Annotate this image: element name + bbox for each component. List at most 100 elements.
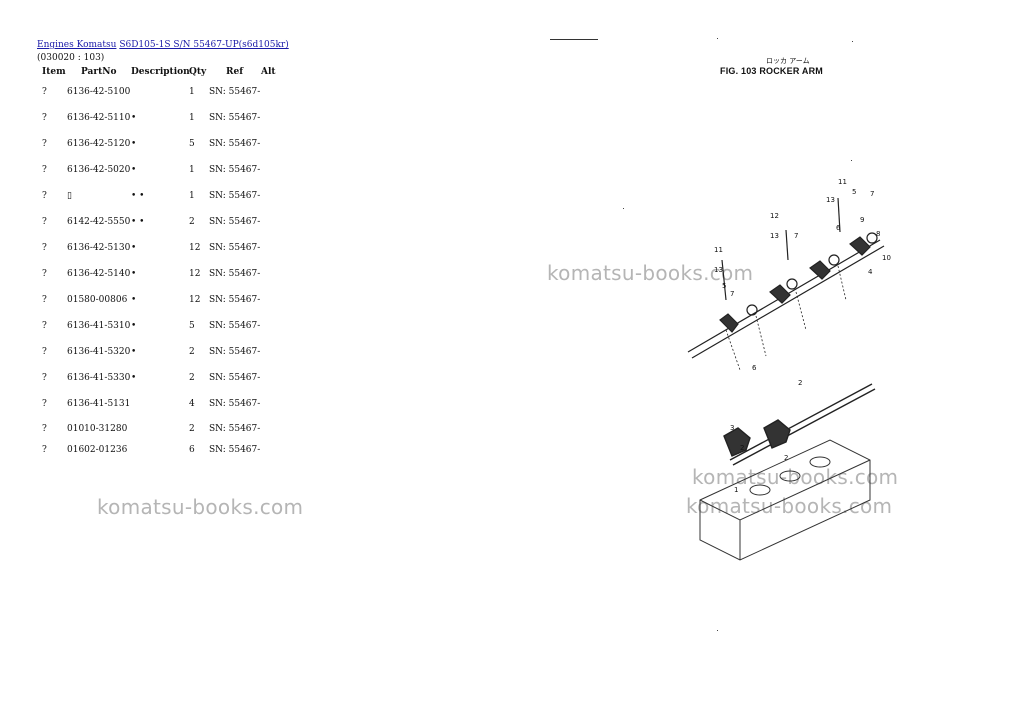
cell-partno: 6136-42-5100 bbox=[67, 87, 131, 97]
header-alt: Alt bbox=[261, 67, 276, 77]
cell-item: ? bbox=[42, 191, 47, 201]
cell-qty: 4 bbox=[189, 399, 195, 409]
cell-item: ? bbox=[42, 139, 47, 149]
callout-number: 7 bbox=[794, 232, 798, 240]
cell-qty: 12 bbox=[189, 243, 201, 253]
scan-speck bbox=[623, 208, 624, 209]
cell-partno: 6136-41-5310 bbox=[67, 321, 131, 331]
cell-description: • bbox=[131, 347, 137, 357]
cell-qty: 1 bbox=[189, 113, 195, 123]
scan-speck bbox=[852, 41, 853, 42]
cell-qty: 2 bbox=[189, 424, 195, 434]
callout-number: 2 bbox=[740, 444, 744, 452]
cell-description: • bbox=[131, 321, 137, 331]
scan-speck bbox=[717, 630, 718, 631]
callout-number: 7 bbox=[730, 290, 734, 298]
cell-qty: 12 bbox=[189, 295, 201, 305]
upper-shaft-assembly bbox=[687, 197, 885, 359]
cell-description: • • bbox=[131, 191, 145, 201]
cell-ref: SN: 55467- bbox=[209, 373, 261, 383]
breadcrumb-link-model[interactable]: S6D105-1S S/N 55467-UP(s6d105kr) bbox=[119, 40, 289, 50]
callout-number: 9 bbox=[860, 216, 864, 224]
cell-description: • bbox=[131, 373, 137, 383]
callout-number: 5 bbox=[722, 282, 726, 290]
leader-lines bbox=[725, 265, 847, 371]
callout-number: 2 bbox=[784, 454, 788, 462]
header-description: Description bbox=[131, 67, 190, 77]
callout-number: 5 bbox=[852, 188, 856, 196]
page-code: (030020 : 103) bbox=[37, 53, 105, 63]
callout-number: 1 bbox=[734, 486, 738, 494]
cell-qty: 1 bbox=[189, 87, 195, 97]
cylinder-head-outline bbox=[699, 439, 871, 561]
cell-item: ? bbox=[42, 424, 47, 434]
callout-number: 13 bbox=[714, 266, 723, 274]
lower-shaft-assembly bbox=[723, 383, 876, 466]
cell-qty: 6 bbox=[189, 445, 195, 455]
cell-ref: SN: 55467- bbox=[209, 243, 261, 253]
header-qty: Qty bbox=[189, 67, 207, 77]
cell-qty: 12 bbox=[189, 269, 201, 279]
cell-item: ? bbox=[42, 399, 47, 409]
figure-title: FIG. 103 ROCKER ARM bbox=[720, 66, 823, 76]
cell-ref: SN: 55467- bbox=[209, 321, 261, 331]
breadcrumb-link-engines[interactable]: Engines Komatsu bbox=[37, 40, 117, 50]
cell-qty: 2 bbox=[189, 373, 195, 383]
cell-ref: SN: 55467- bbox=[209, 399, 261, 409]
header-ref: Ref bbox=[226, 67, 244, 77]
cell-ref: SN: 55467- bbox=[209, 445, 261, 455]
cell-item: ? bbox=[42, 165, 47, 175]
figure-title-japanese: ロッカ アーム bbox=[766, 57, 810, 65]
callout-number: 12 bbox=[770, 212, 779, 220]
callout-number: 10 bbox=[882, 254, 891, 262]
header-partno: PartNo bbox=[81, 67, 117, 77]
watermark: komatsu-books.com bbox=[97, 495, 304, 519]
callout-number: 11 bbox=[838, 178, 847, 186]
cell-ref: SN: 55467- bbox=[209, 217, 261, 227]
cell-ref: SN: 55467- bbox=[209, 139, 261, 149]
scan-speck bbox=[851, 160, 852, 161]
cell-ref: SN: 55467- bbox=[209, 295, 261, 305]
cell-item: ? bbox=[42, 113, 47, 123]
watermark: komatsu-books.com bbox=[547, 261, 754, 285]
cell-item: ? bbox=[42, 217, 47, 227]
cell-ref: SN: 55467- bbox=[209, 87, 261, 97]
cell-item: ? bbox=[42, 373, 47, 383]
cell-ref: SN: 55467- bbox=[209, 191, 261, 201]
cell-qty: 2 bbox=[189, 347, 195, 357]
cell-partno: ▯ bbox=[67, 191, 72, 201]
cell-qty: 2 bbox=[189, 217, 195, 227]
cell-partno: 6136-42-5140 bbox=[67, 269, 131, 279]
cell-partno: 6136-41-5131 bbox=[67, 399, 131, 409]
cell-qty: 1 bbox=[189, 165, 195, 175]
cell-partno: 6136-41-5320 bbox=[67, 347, 131, 357]
callout-number: 8 bbox=[876, 230, 880, 238]
callout-number: 13 bbox=[770, 232, 779, 240]
cell-item: ? bbox=[42, 445, 47, 455]
cell-qty: 1 bbox=[189, 191, 195, 201]
cell-item: ? bbox=[42, 269, 47, 279]
cell-ref: SN: 55467- bbox=[209, 113, 261, 123]
callout-number: 7 bbox=[870, 190, 874, 198]
breadcrumb: Engines Komatsu S6D105-1S S/N 55467-UP(s… bbox=[37, 40, 289, 50]
callout-number: 6 bbox=[836, 224, 841, 232]
cell-ref: SN: 55467- bbox=[209, 347, 261, 357]
cell-partno: 6136-42-5110 bbox=[67, 113, 131, 123]
cell-partno: 6136-42-5120 bbox=[67, 139, 131, 149]
cell-ref: SN: 55467- bbox=[209, 424, 261, 434]
cell-partno: 6136-41-5330 bbox=[67, 373, 131, 383]
cell-ref: SN: 55467- bbox=[209, 269, 261, 279]
callout-number: 2 bbox=[798, 379, 802, 387]
cell-partno: 01580-00806 bbox=[67, 295, 128, 305]
scan-speck bbox=[717, 38, 718, 39]
callout-number: 6 bbox=[752, 364, 757, 372]
divider bbox=[550, 39, 598, 40]
callout-number: 11 bbox=[714, 246, 723, 254]
cell-qty: 5 bbox=[189, 139, 195, 149]
cell-item: ? bbox=[42, 321, 47, 331]
cell-description: • • bbox=[131, 217, 145, 227]
cell-description: • bbox=[131, 165, 137, 175]
cell-item: ? bbox=[42, 87, 47, 97]
